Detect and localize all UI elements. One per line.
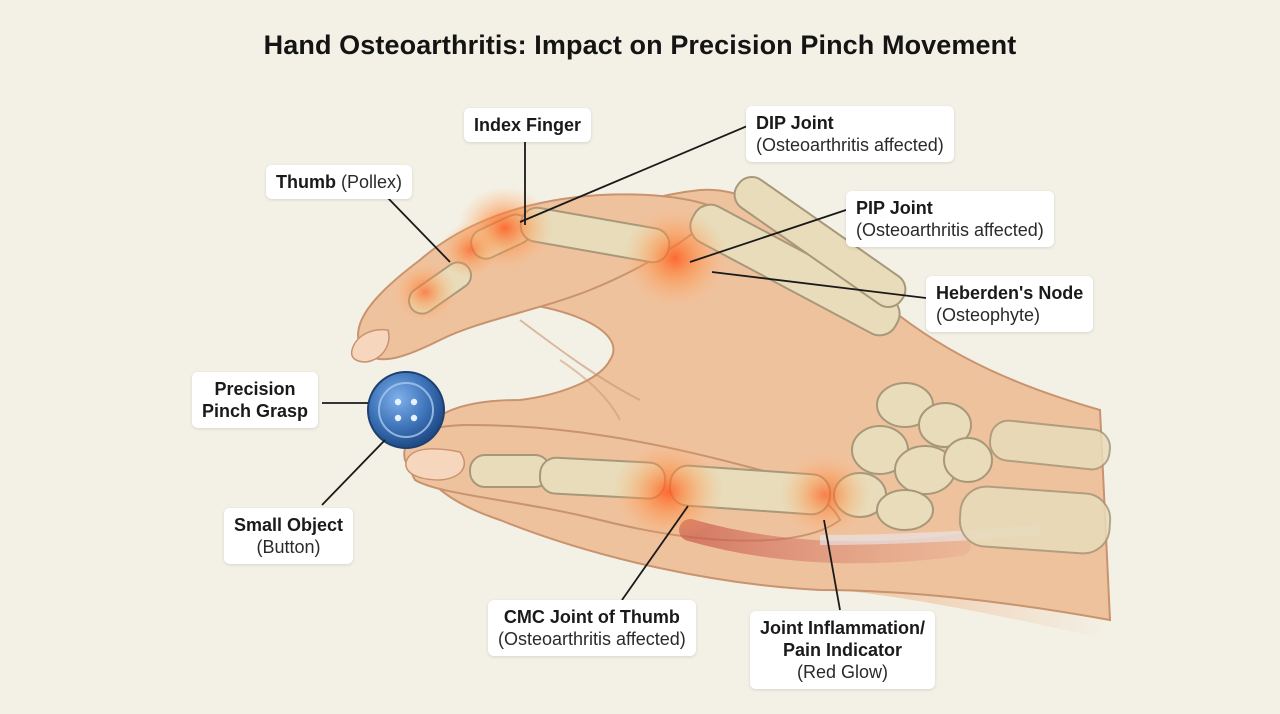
label-precision-pinch-line2: Pinch Grasp — [202, 401, 309, 421]
label-dip-joint-sub: (Osteoarthritis affected) — [756, 135, 944, 155]
inflammation-glows — [393, 186, 870, 542]
label-inflammation: Joint Inflammation/ Pain Indicator (Red … — [750, 611, 936, 689]
label-heberdens-node-title: Heberden's Node — [936, 283, 1084, 303]
label-thumb-title: Thumb — [276, 172, 336, 192]
button-object — [367, 371, 445, 449]
label-cmc-joint: CMC Joint of Thumb (Osteoarthritis affec… — [488, 600, 696, 656]
label-pip-joint: PIP Joint (Osteoarthritis affected) — [846, 191, 1054, 247]
label-thumb: Thumb (Pollex) — [266, 165, 413, 199]
label-inflammation-line2: Pain Indicator — [782, 640, 903, 660]
label-cmc-joint-sub: (Osteoarthritis affected) — [498, 629, 686, 649]
label-heberdens-node-sub: (Osteophyte) — [936, 305, 1041, 325]
label-dip-joint: DIP Joint (Osteoarthritis affected) — [746, 106, 954, 162]
label-index-finger: Index Finger — [464, 108, 592, 142]
diagram-title: Hand Osteoarthritis: Impact on Precision… — [263, 30, 1017, 60]
label-precision-pinch-line1: Precision — [214, 379, 296, 399]
label-inflammation-sub: (Red Glow) — [796, 662, 889, 682]
label-pip-joint-title: PIP Joint — [856, 198, 933, 218]
label-small-object-sub: (Button) — [256, 537, 321, 557]
label-small-object-title: Small Object — [234, 515, 344, 535]
label-heberdens-node: Heberden's Node (Osteophyte) — [926, 276, 1094, 332]
label-thumb-sub: (Pollex) — [341, 172, 403, 192]
index-nail — [350, 328, 390, 363]
label-index-finger-title: Index Finger — [474, 115, 582, 135]
label-dip-joint-title: DIP Joint — [756, 113, 834, 133]
thumbnail — [405, 448, 465, 481]
label-inflammation-line1: Joint Inflammation/ — [760, 618, 926, 638]
label-precision-pinch: Precision Pinch Grasp — [192, 372, 319, 428]
label-small-object: Small Object (Button) — [224, 508, 354, 564]
leader-lines — [321, 123, 927, 611]
forearm-bones — [958, 419, 1112, 555]
label-cmc-joint-title: CMC Joint of Thumb — [503, 607, 680, 627]
label-pip-joint-sub: (Osteoarthritis affected) — [856, 220, 1044, 240]
